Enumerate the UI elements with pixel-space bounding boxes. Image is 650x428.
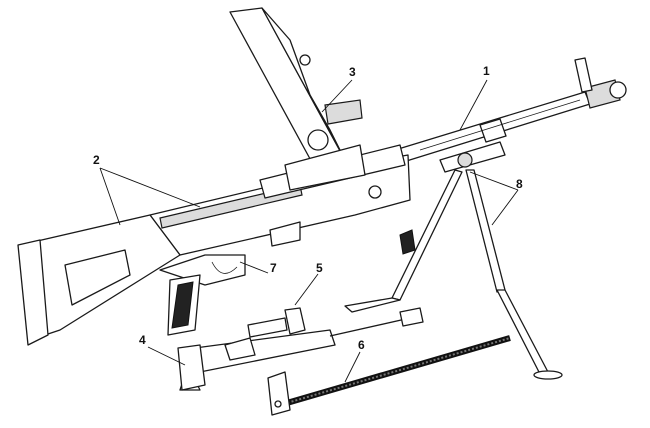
gas-block: [439, 141, 506, 173]
callout-8: 8: [516, 177, 523, 191]
callout-1: 1: [483, 64, 490, 78]
callout-3: 3: [349, 65, 356, 79]
recoil-spring: [267, 335, 511, 416]
callout-2: 2: [93, 153, 100, 167]
bipod: [344, 169, 563, 380]
callout-7: 7: [270, 261, 277, 275]
callout-6: 6: [358, 338, 365, 352]
trigger-group: [159, 254, 246, 336]
barrel: [394, 57, 627, 164]
leader-lines: [99, 79, 519, 383]
receiver: [149, 144, 411, 256]
bolt-carrier: [177, 307, 424, 391]
feed-cover: [229, 7, 366, 191]
callout-4: 4: [139, 333, 146, 347]
piston: [247, 307, 306, 338]
stock: [17, 214, 181, 346]
callout-5: 5: [316, 261, 323, 275]
